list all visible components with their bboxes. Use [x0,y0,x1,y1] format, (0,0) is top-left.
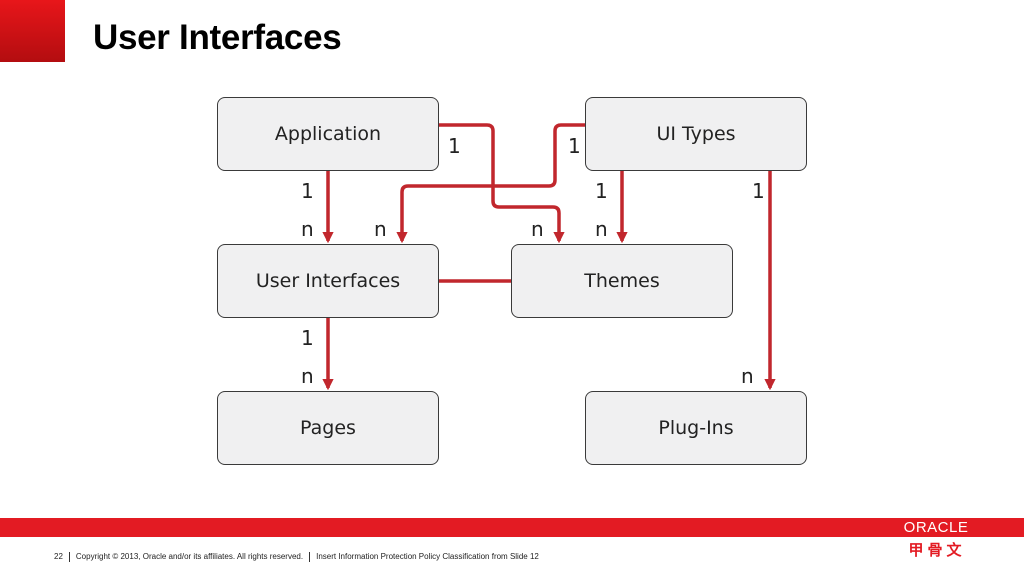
multiplicity-label: 1 [301,179,314,203]
slide-title: User Interfaces [93,18,342,57]
multiplicity-label: 1 [301,326,314,350]
connector-application-themes [438,123,565,244]
corner-accent [0,0,65,62]
oracle-logo: ORACLE [903,519,969,536]
themes-box: Themes [511,244,733,318]
multiplicity-label: n [595,217,608,241]
pages-box: Pages [217,391,439,465]
copyright-text: Copyright © 2013, Oracle and/or its affi… [75,552,304,562]
multiplicity-label: n [741,364,754,388]
page-number: 22 [54,552,63,562]
multiplicity-label: n [301,364,314,388]
footer-divider [309,552,311,562]
multiplicity-label: 1 [752,179,765,203]
ui-types-box: UI Types [585,97,807,171]
multiplicity-label: n [531,217,544,241]
slide-footer: 22 Copyright © 2013, Oracle and/or its af… [54,552,539,562]
oracle-chinese-logo: 甲骨文 [908,541,966,559]
footer-brand-bar [0,518,1024,537]
plug-ins-box: Plug-Ins [585,391,807,465]
multiplicity-label: n [301,217,314,241]
multiplicity-label: 1 [595,179,608,203]
footer-divider [68,552,70,562]
classification-text: Insert Information Protection Policy Cla… [316,552,539,562]
multiplicity-label: 1 [448,134,461,158]
connector-uitypes-user-interfaces [396,123,586,244]
connector-layer [322,123,776,391]
multiplicity-label: n [374,217,387,241]
user-interfaces-box: User Interfaces [217,244,439,318]
relationship-diagram: Application UI Types User Interfaces The… [217,97,807,465]
application-box: Application [217,97,439,171]
multiplicity-label: 1 [568,134,581,158]
